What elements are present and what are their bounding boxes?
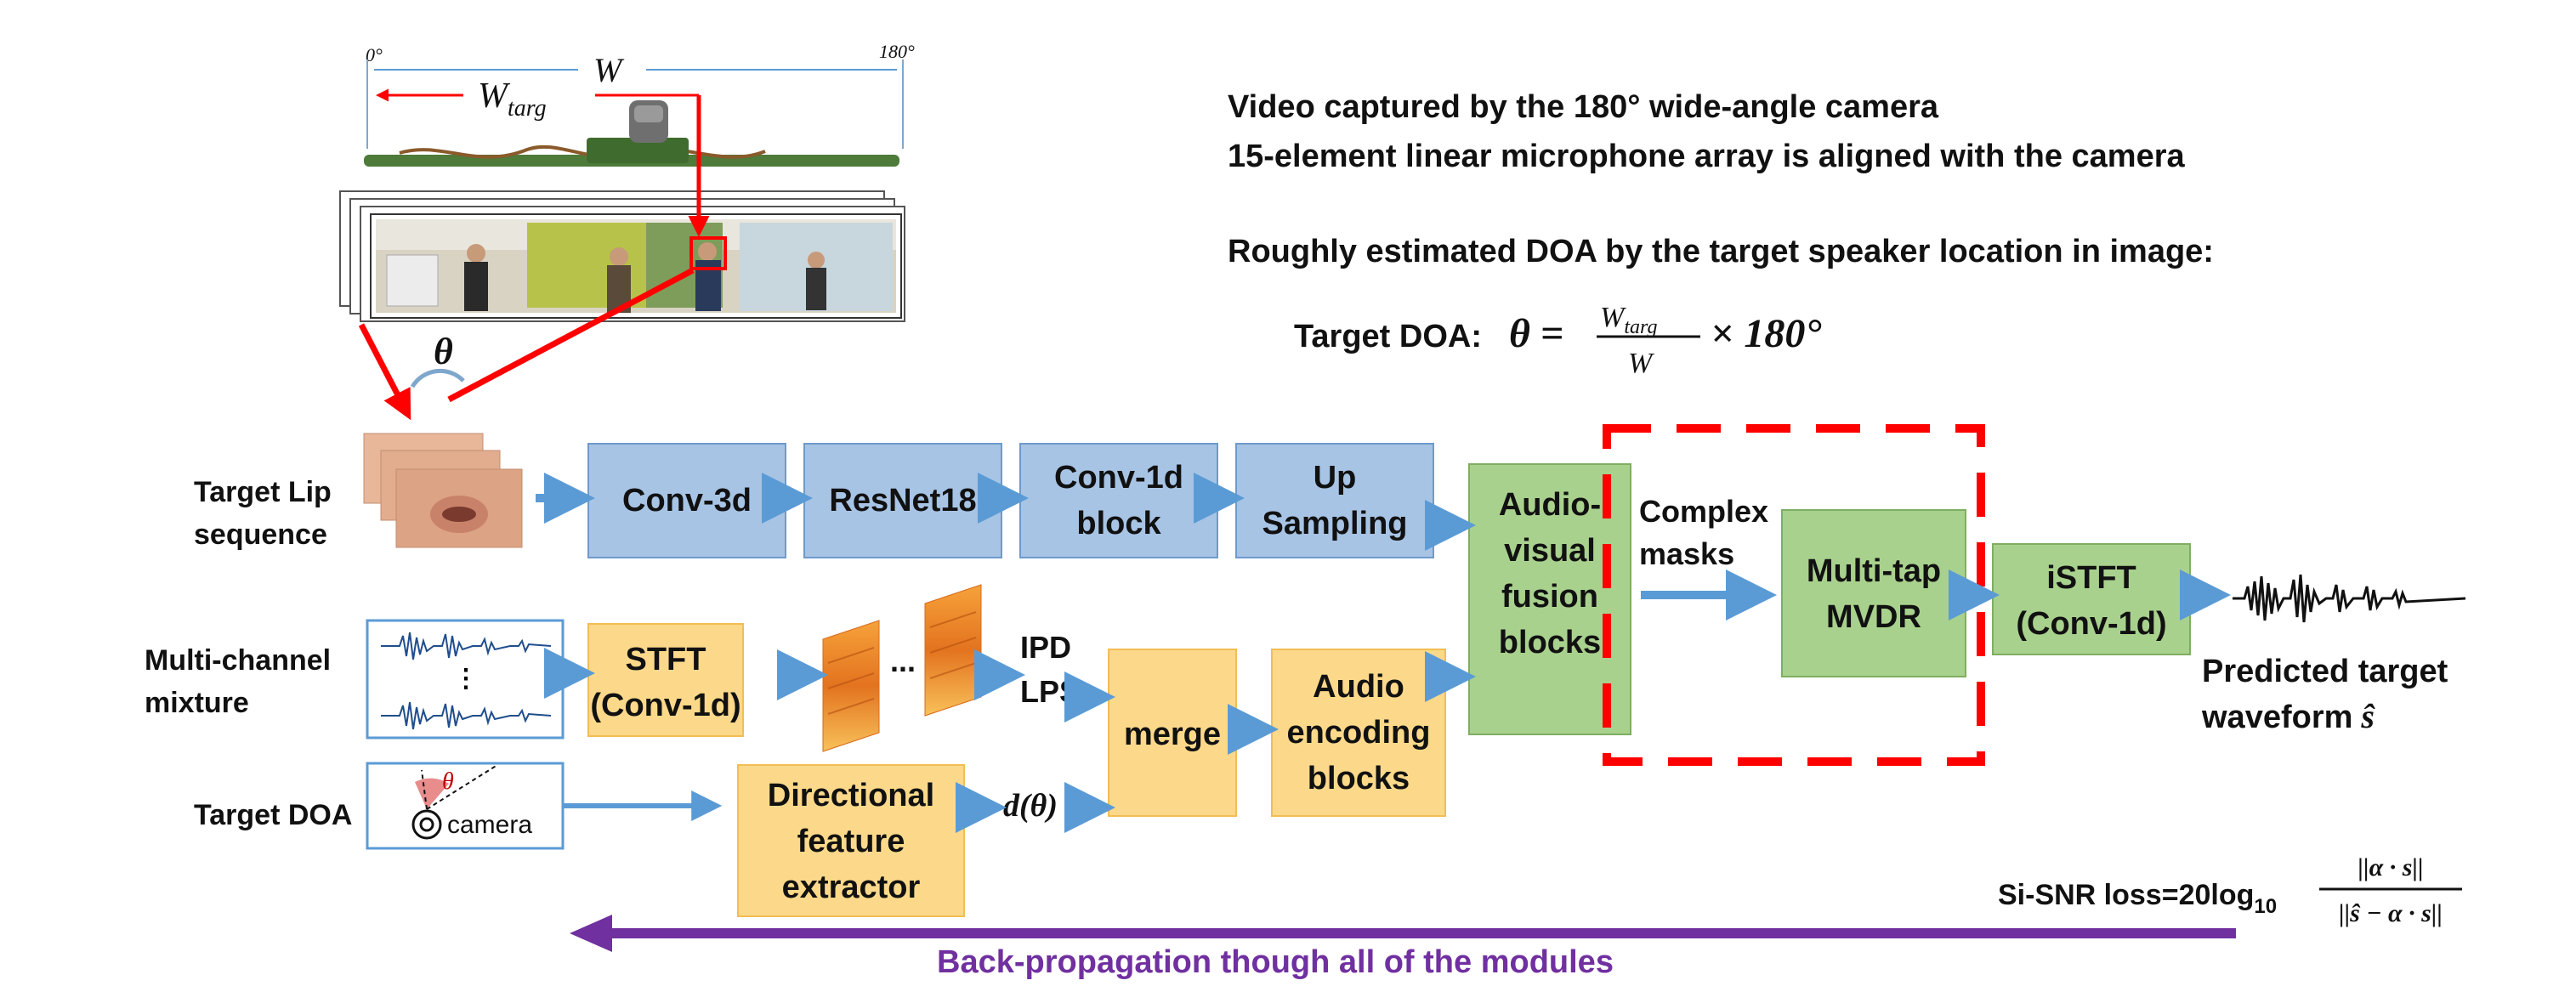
block-conv3d: Conv-3d [587, 443, 786, 558]
notes: Video captured by the 180° wide-angle ca… [1228, 89, 2214, 379]
lps-label: LPS [1020, 674, 1080, 709]
input-doa-label: Target DOA [194, 799, 352, 831]
note-line-2: 15-element linear microphone array is al… [1228, 139, 2185, 174]
input-lip-label-2: sequence [194, 518, 327, 551]
input-lip-label-1: Target Lip [194, 476, 332, 508]
merge-label: merge [1124, 717, 1221, 752]
camera-panel: 0° 180° W Wtarg [339, 41, 915, 421]
audio-encoding-label-3: blocks [1308, 761, 1410, 796]
deg-left-label: 0° [366, 44, 383, 65]
block-resnet18: ResNet18 [803, 443, 1002, 558]
stft-label-2: (Conv-1d) [590, 688, 740, 723]
istft-label-2: (Conv-1d) [2016, 606, 2166, 642]
doa-formula-rhs: × 180° [1711, 311, 1822, 356]
output-label-2-text: waveform [2201, 700, 2352, 735]
backprop-label: Back-propagation though all of the modul… [937, 944, 1614, 980]
block-directional-feature: Directional feature extractor [737, 764, 965, 917]
block-conv1d: Conv-1d block [1019, 443, 1218, 558]
input-mix-label-2: mixture [145, 687, 249, 719]
audio-encoding-label-1: Audio [1313, 669, 1404, 705]
svg-text:⋮: ⋮ [453, 665, 479, 693]
person-4 [806, 252, 826, 310]
video-frames [339, 190, 905, 322]
microphone-array [364, 100, 899, 167]
block-merge: merge [1108, 649, 1237, 817]
mvdr-label-2: MVDR [1826, 599, 1921, 635]
doa-formula-lhs: θ = [1509, 311, 1563, 356]
w-targ-main: W [478, 76, 511, 116]
av-fusion-label-1: Audio- [1499, 487, 1601, 523]
loss-label-text: Si-SNR loss=20log [1998, 879, 2254, 911]
spectrogram-2 [924, 584, 982, 717]
input-mix-label-1: Multi-channel [145, 644, 331, 677]
spectrogram-1 [822, 620, 880, 752]
w-targ-sub: targ [508, 95, 547, 122]
complex-masks-label-2: masks [1639, 536, 1734, 571]
output-waveform [2233, 574, 2466, 623]
camera-text: camera [447, 811, 532, 839]
w-label: W [593, 51, 625, 89]
directional-label-2: feature [797, 824, 905, 859]
doa-formula-label: Target DOA: [1294, 319, 1482, 354]
doa-num-sub: targ [1624, 316, 1657, 338]
target-face-box [689, 236, 727, 270]
backprop-arrow-head [570, 915, 612, 952]
doa-formula-num: Wtarg [1600, 302, 1657, 338]
mvdr-label-1: Multi-tap [1807, 553, 1941, 589]
doa-theta-label: θ [442, 768, 454, 795]
flow-arrows [536, 473, 2231, 833]
upsampling-label-2: Sampling [1262, 506, 1407, 541]
note-line-3: Roughly estimated DOA by the target spea… [1228, 234, 2214, 269]
lip-crop-arrow [358, 323, 411, 421]
directional-label-1: Directional [768, 778, 934, 813]
lip-images [363, 433, 523, 548]
loss-label: Si-SNR loss=20log10 [1998, 879, 2277, 918]
loss-formula: Si-SNR loss=20log10 ||α · s|| ||ŝ − α · … [1998, 853, 2462, 927]
conv1d-label-1: Conv-1d [1054, 460, 1183, 496]
doa-formula-den: W [1628, 348, 1654, 379]
block-mvdr: Multi-tap MVDR [1781, 509, 1966, 677]
mixture-waveforms: ⋮ [366, 619, 565, 740]
note-line-1: Video captured by the 180° wide-angle ca… [1228, 89, 1939, 125]
spectrogram-ellipsis: ... [890, 643, 916, 678]
block-istft: iSTFT (Conv-1d) [1992, 543, 2191, 655]
d-theta-label: d(θ) [1003, 788, 1058, 824]
theta-arc [410, 368, 465, 388]
directional-label-3: extractor [782, 870, 921, 905]
upsampling-label-1: Up [1314, 460, 1357, 496]
block-audio-encoding: Audio encoding blocks [1271, 649, 1446, 817]
conv1d-label-2: block [1076, 506, 1161, 541]
audio-encoding-label-2: encoding [1287, 715, 1431, 751]
loss-numerator: ||α · s|| [2358, 853, 2423, 881]
doa-num-main: W [1600, 302, 1626, 333]
doa-camera-box: θ camera [366, 762, 565, 850]
av-fusion-label-2: visual [1504, 533, 1596, 569]
conv3d-label: Conv-3d [622, 483, 752, 518]
stft-label-1: STFT [626, 642, 706, 677]
loss-denominator: ||ŝ − α · s|| [2339, 899, 2443, 927]
deg-right-label: 180° [879, 41, 915, 62]
block-upsampling: Up Sampling [1235, 443, 1434, 558]
resnet18-label: ResNet18 [829, 483, 976, 518]
camera-icon [411, 809, 442, 840]
output-s-hat: ŝ [2360, 697, 2375, 735]
av-fusion-label-4: blocks [1499, 625, 1601, 660]
loss-log-sub: 10 [2254, 895, 2277, 918]
block-stft: STFT (Conv-1d) [587, 623, 744, 737]
theta-label: θ [434, 331, 453, 372]
theta-ray [447, 267, 695, 403]
complex-masks-label-1: Complex [1639, 494, 1768, 529]
ipd-label: IPD [1020, 630, 1071, 665]
person-1 [464, 244, 488, 311]
output-label-1: Predicted target [2202, 654, 2448, 689]
w-targ-label: Wtarg [478, 76, 547, 122]
av-fusion-label-3: fusion [1501, 579, 1598, 615]
istft-label-1: iSTFT [2046, 560, 2136, 596]
